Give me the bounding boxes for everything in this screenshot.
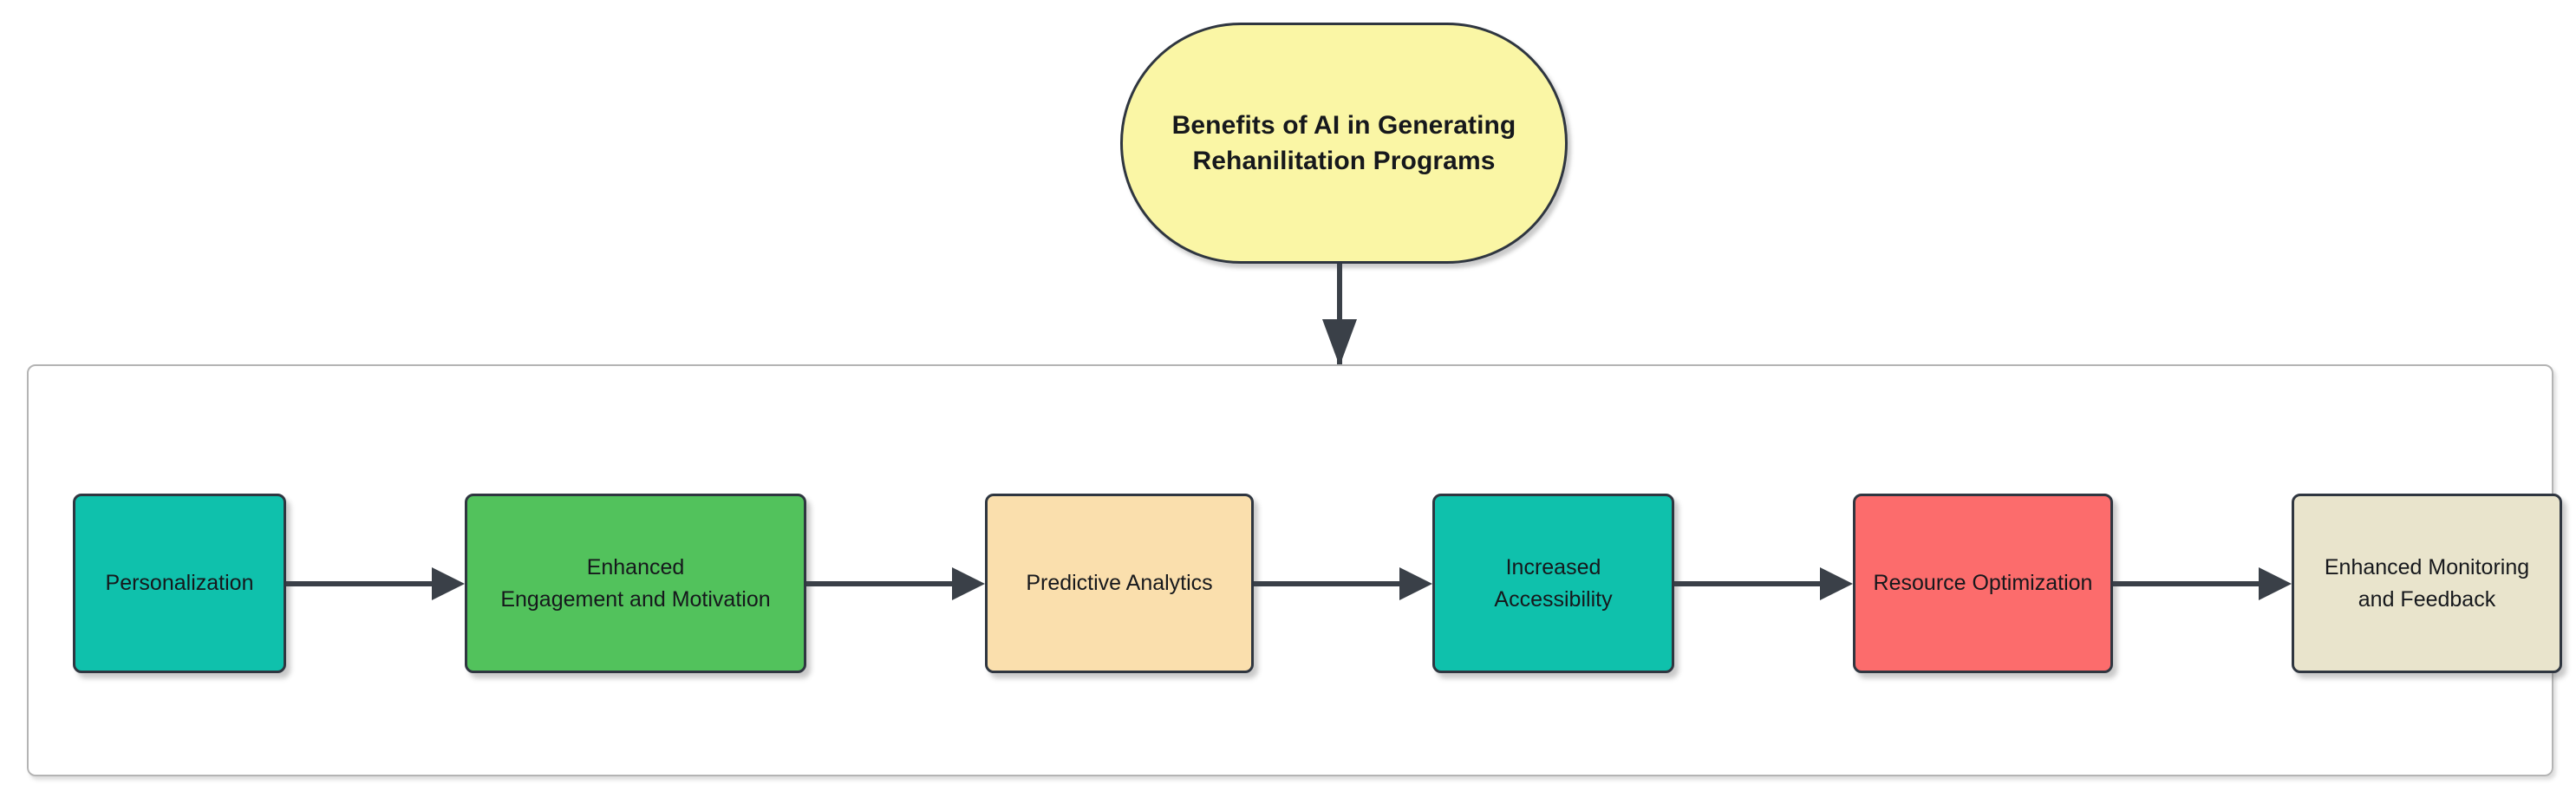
edge-personalization-to-engagement-arrowhead — [432, 567, 465, 600]
edge-title-to-container-line — [1337, 264, 1342, 366]
edge-engagement-to-predictive-line — [806, 581, 961, 586]
node-predictive-analytics-label: Predictive Analytics — [1026, 571, 1213, 596]
subgraph-container — [27, 364, 2553, 776]
node-predictive-analytics[interactable]: Predictive Analytics — [985, 494, 1254, 673]
node-accessibility[interactable]: Increased Accessibility — [1432, 494, 1674, 673]
title-node[interactable]: Benefits of AI in Generating Rehanilitat… — [1120, 23, 1568, 264]
node-resource-optimization-label: Resource Optimization — [1873, 571, 2093, 596]
edge-title-to-container-arrowhead — [1322, 319, 1357, 366]
edge-accessibility-to-resource-arrowhead — [1820, 567, 1853, 600]
node-monitoring-feedback[interactable]: Enhanced Monitoring and Feedback — [2292, 494, 2562, 673]
title-node-label: Benefits of AI in Generating Rehanilitat… — [1171, 110, 1516, 175]
node-accessibility-label: Increased Accessibility — [1494, 555, 1613, 612]
node-engagement-label: Enhanced Engagement and Motivation — [500, 555, 771, 612]
node-monitoring-feedback-label: Enhanced Monitoring and Feedback — [2324, 555, 2530, 612]
node-personalization-label: Personalization — [105, 571, 254, 596]
edge-resource-to-monitoring-arrowhead — [2259, 567, 2292, 600]
node-resource-optimization[interactable]: Resource Optimization — [1853, 494, 2113, 673]
edge-accessibility-to-resource-line — [1674, 581, 1829, 586]
node-engagement[interactable]: Enhanced Engagement and Motivation — [465, 494, 806, 673]
edge-predictive-to-accessibility-arrowhead — [1399, 567, 1432, 600]
edge-engagement-to-predictive-arrowhead — [952, 567, 985, 600]
edge-personalization-to-engagement-line — [286, 581, 440, 586]
node-personalization[interactable]: Personalization — [73, 494, 286, 673]
edge-resource-to-monitoring-line — [2113, 581, 2267, 586]
edge-predictive-to-accessibility-line — [1254, 581, 1408, 586]
